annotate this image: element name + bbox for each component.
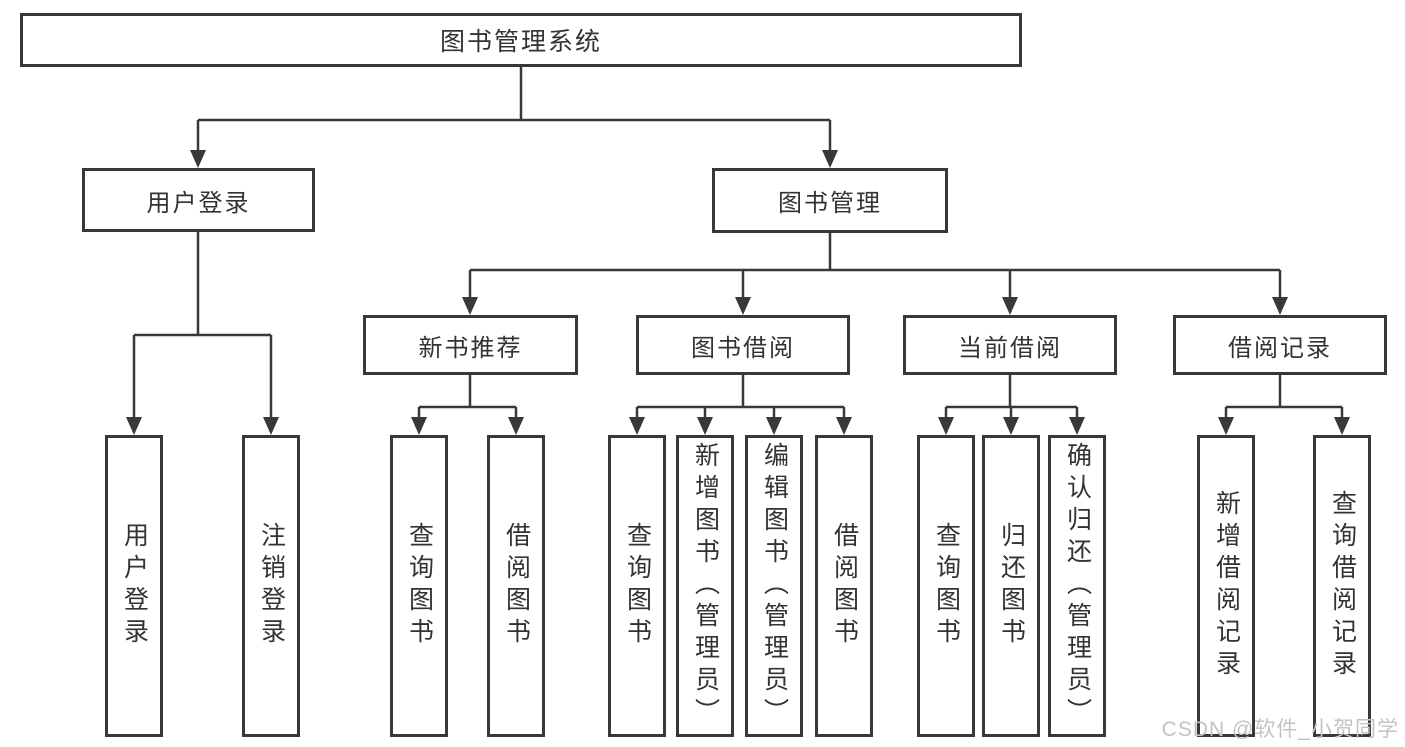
leaf-query-books-recommend: 查询图书 [390, 435, 448, 737]
leaf-user-login: 用户登录 [105, 435, 163, 737]
arrowhead [126, 417, 142, 435]
arrowhead [411, 417, 427, 435]
arrowhead [836, 417, 852, 435]
leaf-query-borrow-record: 查询借阅记录 [1313, 435, 1371, 737]
arrowhead [508, 417, 524, 435]
leaf-borrow-books: 借阅图书 [815, 435, 873, 737]
leaf-query-books-current: 查询图书 [917, 435, 975, 737]
connector-root [190, 67, 838, 168]
connector-current-borrow [938, 375, 1085, 435]
leaf-edit-books-admin: 编辑图书（管理员） [745, 435, 803, 737]
arrowhead [1334, 417, 1350, 435]
arrowhead [822, 150, 838, 168]
connector-user-login [126, 232, 279, 435]
connector-borrow-records [1218, 375, 1350, 435]
arrowhead [1003, 417, 1019, 435]
leaf-borrow-books-recommend: 借阅图书 [487, 435, 545, 737]
node-borrow-records: 借阅记录 [1173, 315, 1387, 375]
arrowhead [1218, 417, 1234, 435]
leaf-return-books: 归还图书 [982, 435, 1040, 737]
arrowhead [1002, 297, 1018, 315]
arrowhead [629, 417, 645, 435]
leaf-add-books-admin: 新增图书（管理员） [676, 435, 734, 737]
connector-book-management [462, 233, 1288, 315]
arrowhead [462, 297, 478, 315]
leaf-add-borrow-record: 新增借阅记录 [1197, 435, 1255, 737]
arrowhead [1272, 297, 1288, 315]
arrowhead [766, 417, 782, 435]
connector-new-book-recommend [411, 375, 524, 435]
watermark: CSDN @软件_小贺同学 [1161, 718, 1399, 741]
node-book-management: 图书管理 [712, 168, 948, 233]
arrowhead [735, 297, 751, 315]
leaf-query-books-borrow: 查询图书 [608, 435, 666, 737]
arrowhead [263, 417, 279, 435]
node-book-borrow: 图书借阅 [636, 315, 850, 375]
connector-book-borrow [629, 375, 852, 435]
arrowhead [938, 417, 954, 435]
node-library-management-system: 图书管理系统 [20, 13, 1022, 67]
leaf-confirm-return-admin: 确认归还（管理员） [1048, 435, 1106, 737]
arrowhead [190, 150, 206, 168]
arrowhead [1069, 417, 1085, 435]
node-current-borrow: 当前借阅 [903, 315, 1117, 375]
node-new-book-recommend: 新书推荐 [363, 315, 578, 375]
leaf-logout: 注销登录 [242, 435, 300, 737]
node-user-login: 用户登录 [82, 168, 315, 232]
arrowhead [697, 417, 713, 435]
